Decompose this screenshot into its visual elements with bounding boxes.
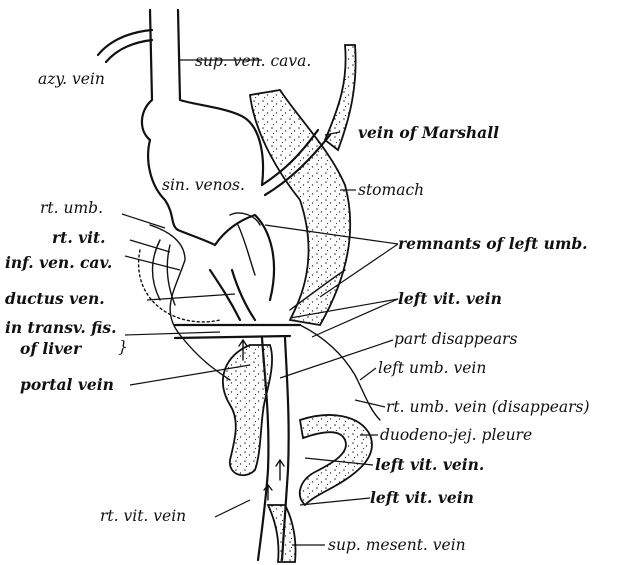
label-left-vit-vein-2: left vit. vein. — [375, 455, 484, 474]
label-rt-umb-vein-disappears: rt. umb. vein (disappears) — [386, 398, 590, 416]
label-duodeno-jej-pleure: duodeno-jej. pleure — [380, 426, 532, 444]
sup-ven-cava-shape — [142, 10, 178, 230]
label-stomach: stomach — [358, 181, 424, 199]
label-ductus-ven: ductus ven. — [5, 289, 105, 308]
duodenum-upper-loop — [223, 345, 272, 475]
sup-mesent-segment — [268, 505, 296, 562]
liver-left-lobe — [150, 225, 230, 380]
label-part-disappears: part disappears — [394, 330, 517, 348]
label-inf-ven-cav: inf. ven. cav. — [5, 253, 112, 272]
label-vein-of-marshall: vein of Marshall — [358, 123, 499, 142]
label-left-vit-vein-3: left vit. vein — [370, 488, 474, 507]
label-rt-vit: rt. vit. — [52, 228, 106, 247]
label-left-vit-vein-1: left vit. vein — [398, 289, 502, 308]
left-umb-vein-shape — [300, 325, 380, 420]
label-in-transv-fis: in transv. fis. — [5, 318, 117, 337]
label-sin-venos: sin. venos. — [162, 176, 245, 194]
sinus-venosus-shape — [178, 215, 274, 300]
label-of-liver: of liver — [20, 339, 83, 358]
left-umb-remnant-shape — [230, 213, 260, 275]
label-sup-mesent-vein: sup. mesent. vein — [328, 536, 466, 554]
duodenum-lower-loop — [300, 415, 372, 505]
label-remnants-left-umb: remnants of left umb. — [398, 234, 588, 253]
label-sup-ven-cava: sup. ven. cava. — [195, 52, 311, 70]
azy-vein-shape — [98, 30, 152, 62]
flow-arrow-2 — [276, 460, 284, 480]
label-azy-vein: azy. vein — [38, 70, 105, 88]
transverse-vein-shape — [175, 325, 300, 338]
label-rt-vit-vein: rt. vit. vein — [100, 507, 186, 525]
label-left-umb-vein: left umb. vein — [378, 359, 486, 377]
brace-right: } — [118, 338, 128, 356]
rt-vit-vein-shape — [167, 245, 175, 305]
label-portal-vein: portal vein — [20, 375, 114, 394]
liver-dotted-outline — [139, 250, 220, 322]
label-rt-umb: rt. umb. — [40, 199, 103, 217]
